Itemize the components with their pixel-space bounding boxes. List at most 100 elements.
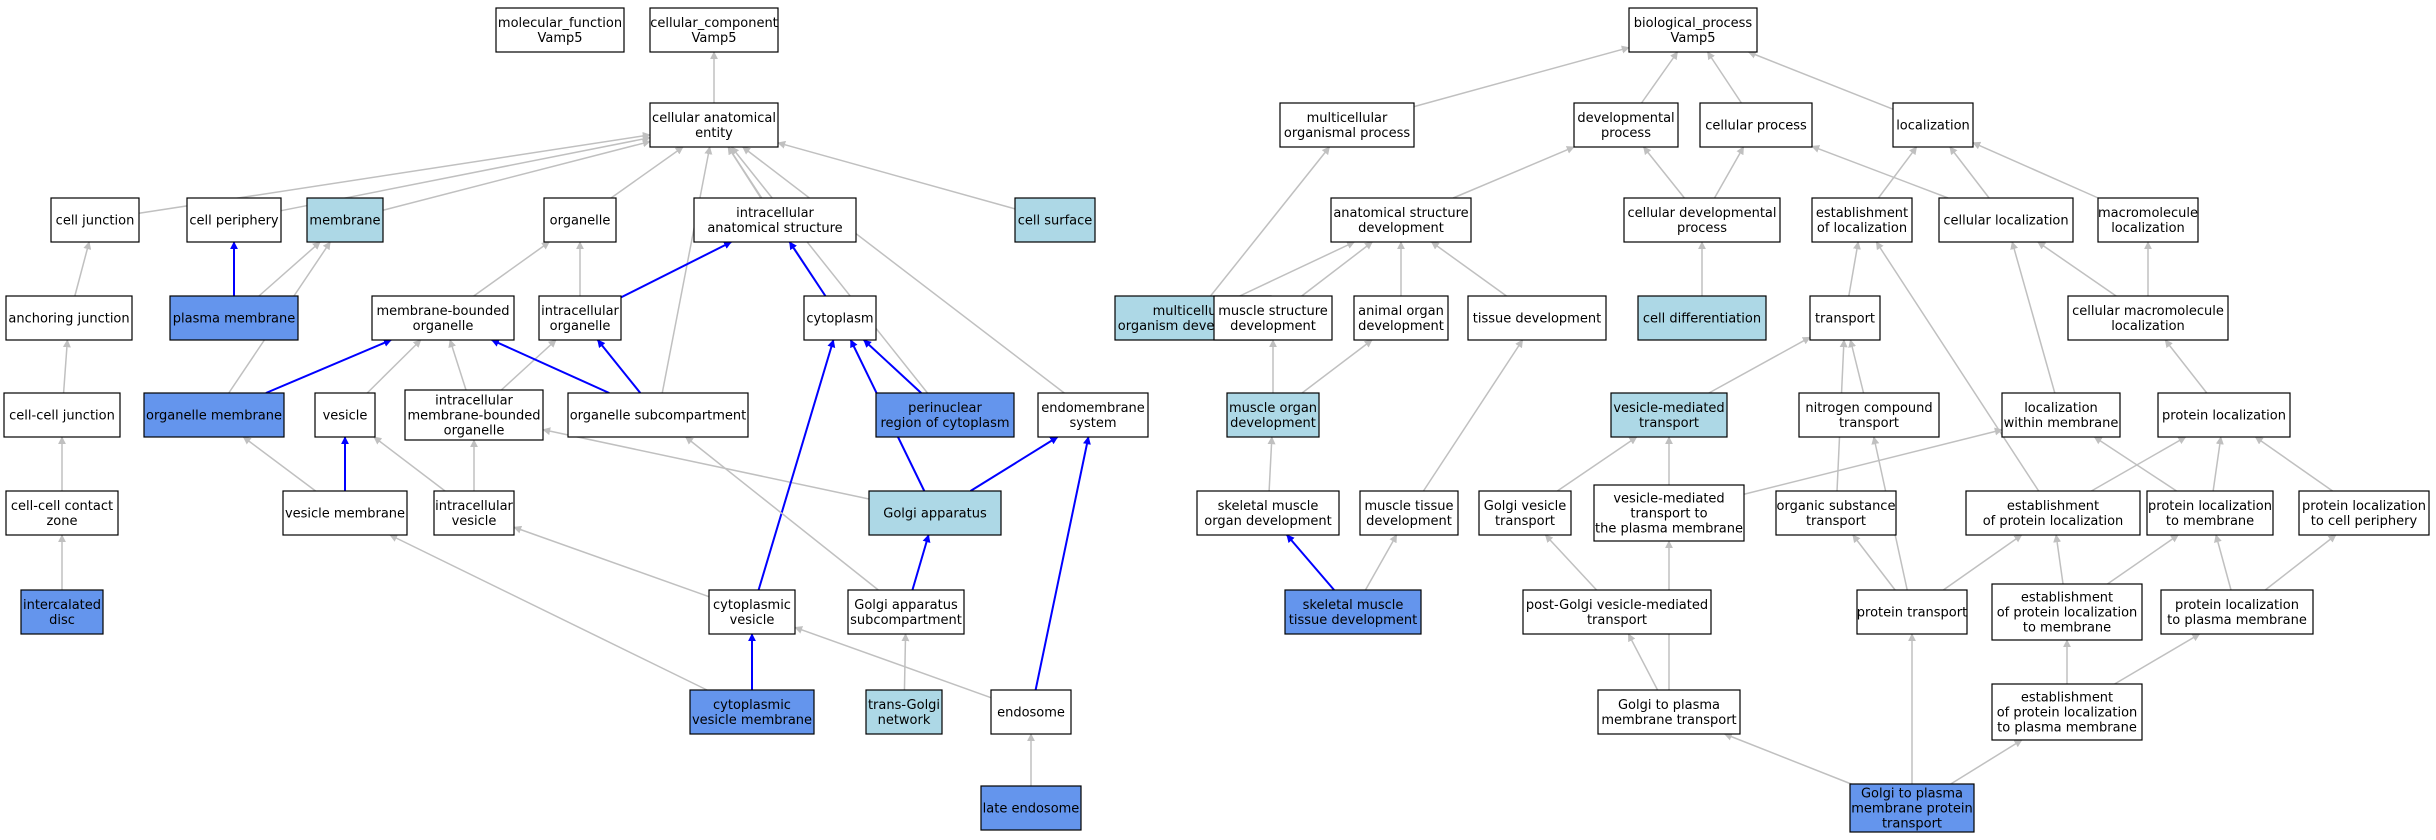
node-osub[interactable]: organelle subcompartment bbox=[567, 392, 749, 438]
node-label-line: establishment bbox=[2021, 591, 2113, 606]
edge-mem-to-cae bbox=[382, 139, 651, 211]
node-label-line: anchoring junction bbox=[8, 312, 129, 327]
node-label-line: transport bbox=[1882, 817, 1942, 832]
node-box bbox=[20, 589, 104, 635]
node-box bbox=[2146, 490, 2274, 536]
node-label-line: subcompartment bbox=[850, 613, 962, 628]
node-label-line: localization bbox=[2024, 401, 2098, 416]
node-aj[interactable]: anchoring junction bbox=[5, 295, 133, 341]
node-cyto[interactable]: cytoplasm bbox=[803, 295, 877, 341]
node-box bbox=[1623, 197, 1781, 243]
node-mem[interactable]: membrane bbox=[306, 197, 384, 243]
node-org[interactable]: organelle bbox=[543, 197, 617, 243]
node-le[interactable]: late endosome bbox=[980, 785, 1082, 831]
node-pl[interactable]: protein localization bbox=[2157, 392, 2291, 438]
edge-mood-to-aod bbox=[1301, 339, 1373, 394]
node-cp[interactable]: cellular process bbox=[1699, 102, 1813, 148]
node-ga[interactable]: Golgi apparatus bbox=[868, 490, 1002, 536]
node-csurf[interactable]: cell surface bbox=[1014, 197, 1096, 243]
node-td[interactable]: tissue development bbox=[1467, 295, 1607, 341]
node-label-line: the plasma membrane bbox=[1595, 522, 1743, 537]
node-box bbox=[1353, 295, 1449, 341]
node-label-line: localization bbox=[2111, 221, 2185, 236]
node-label-line: muscle organ bbox=[1229, 401, 1317, 416]
edge-cv-to-iv bbox=[513, 525, 710, 598]
node-pt[interactable]: protein transport bbox=[1856, 589, 1968, 635]
edge-msd-to-asd bbox=[1301, 241, 1373, 297]
node-loc[interactable]: localization bbox=[1892, 102, 1974, 148]
node-cj[interactable]: cell junction bbox=[50, 197, 140, 243]
edge-pltpm-to-pltcp bbox=[2264, 534, 2337, 591]
node-endosome[interactable]: endosome bbox=[990, 689, 1072, 735]
node-ves[interactable]: vesicle bbox=[314, 392, 376, 438]
node-cl[interactable]: cellular localization bbox=[1938, 197, 2074, 243]
edge-imbo-to-mbo bbox=[448, 339, 467, 391]
node-box bbox=[875, 392, 1015, 438]
node-label-line: anatomical structure bbox=[1333, 206, 1468, 221]
node-label-line: membrane-bounded bbox=[376, 304, 509, 319]
node-box bbox=[1811, 197, 1913, 243]
edge-gas-to-osub bbox=[685, 436, 879, 591]
node-vm[interactable]: vesicle membrane bbox=[282, 490, 408, 536]
node-box bbox=[433, 490, 515, 536]
node-cdiff[interactable]: cell differentiation bbox=[1637, 295, 1767, 341]
node-cper[interactable]: cell periphery bbox=[186, 197, 282, 243]
node-tr[interactable]: transport bbox=[1809, 295, 1881, 341]
node-label-line: protein localization bbox=[2162, 409, 2286, 424]
node-ccj[interactable]: cell-cell junction bbox=[3, 392, 121, 438]
node-om[interactable]: organelle membrane bbox=[143, 392, 285, 438]
node-label-line: Golgi to plasma bbox=[1618, 698, 1720, 713]
edge-pt-to-ost bbox=[1852, 534, 1896, 591]
node-label-line: protein localization bbox=[2175, 598, 2299, 613]
node-pm[interactable]: plasma membrane bbox=[169, 295, 299, 341]
node-box bbox=[1478, 490, 1572, 536]
node-box bbox=[2001, 392, 2121, 438]
node-label-line: organelle bbox=[444, 424, 505, 439]
